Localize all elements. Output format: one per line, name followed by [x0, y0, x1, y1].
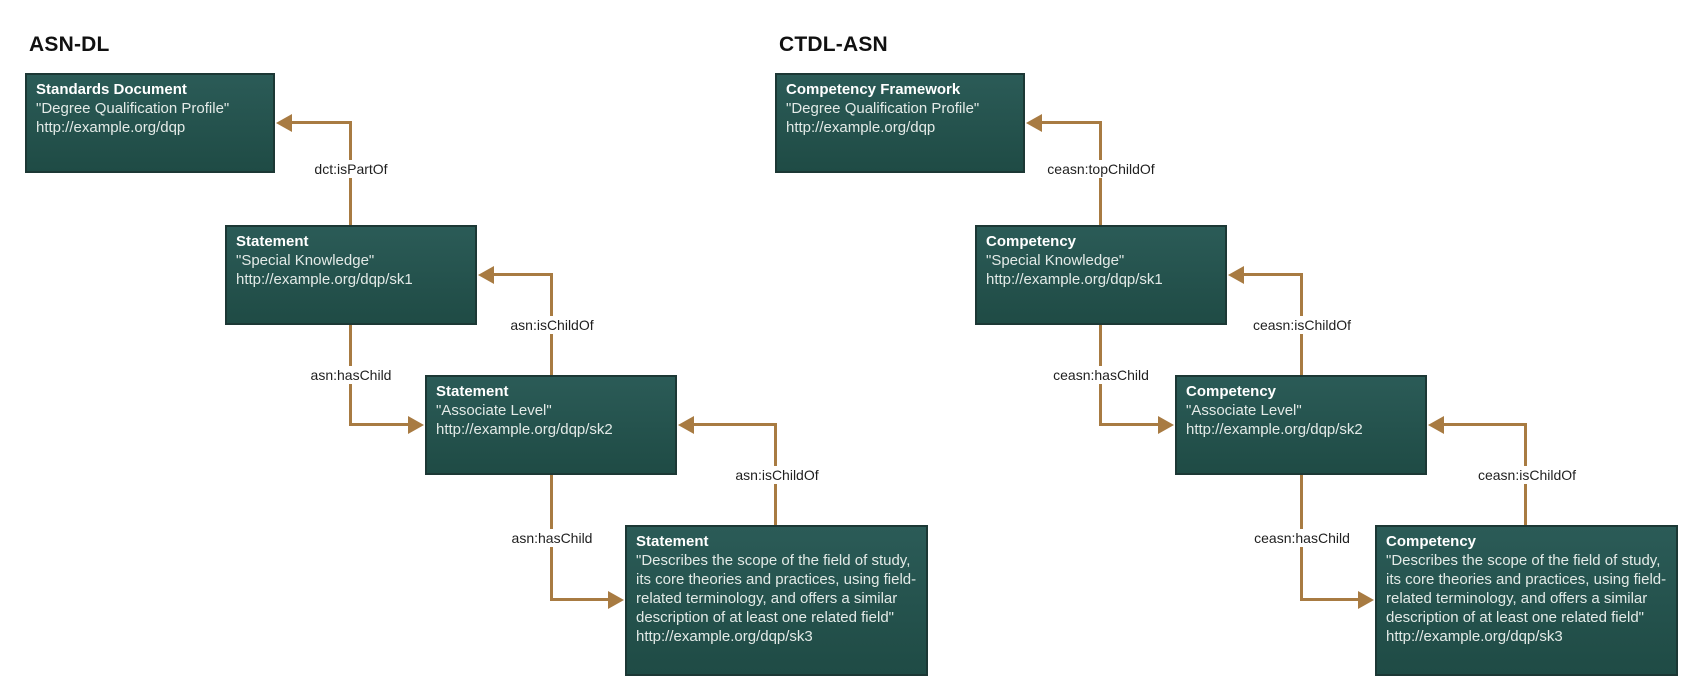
node-url: http://example.org/dqp	[786, 119, 936, 136]
arrowhead-left-icon	[1228, 266, 1244, 284]
arrowhead-right-icon	[608, 591, 624, 609]
node-quote-line: "Describes the scope of the field of stu…	[1386, 552, 1661, 569]
node-statement-sk1: Statement "Special Knowledge" http://exa…	[225, 225, 477, 325]
edge-line	[1040, 121, 1102, 124]
node-url: http://example.org/dqp/sk1	[986, 271, 1163, 288]
node-statement-sk2: Statement "Associate Level" http://examp…	[425, 375, 677, 475]
arrowhead-left-icon	[1428, 416, 1444, 434]
node-competency-sk2: Competency "Associate Level" http://exam…	[1175, 375, 1427, 475]
arrowhead-right-icon	[1358, 591, 1374, 609]
edge-line	[550, 598, 609, 601]
edge-line	[693, 423, 777, 426]
node-url: http://example.org/dqp/sk3	[1386, 628, 1563, 645]
node-competency-framework: Competency Framework "Degree Qualificati…	[775, 73, 1025, 173]
edge-line	[290, 121, 352, 124]
node-type-label: Competency	[1386, 533, 1477, 550]
edge-line	[1300, 598, 1359, 601]
node-url: http://example.org/dqp	[36, 119, 186, 136]
edge-line	[1443, 423, 1527, 426]
node-quote-line: its core theories and practices, using f…	[636, 571, 917, 588]
node-type-label: Statement	[236, 233, 309, 250]
node-statement-sk3: Statement "Describes the scope of the fi…	[625, 525, 928, 676]
node-quote-line: description of at least one related fiel…	[1386, 609, 1644, 626]
node-quote-line: "Describes the scope of the field of stu…	[636, 552, 911, 569]
edge-line	[349, 423, 410, 426]
node-type-label: Standards Document	[36, 81, 187, 98]
diagram-title: ASN-DL	[29, 33, 110, 56]
node-quote-line: description of at least one related fiel…	[636, 609, 894, 626]
edge-label-ischildof: asn:isChildOf	[731, 466, 823, 484]
node-type-label: Competency Framework	[786, 81, 961, 98]
edge-label-ischildof: ceasn:isChildOf	[1473, 466, 1581, 484]
edge-line	[493, 273, 553, 276]
node-competency-sk3: Competency "Describes the scope of the f…	[1375, 525, 1678, 676]
arrowhead-left-icon	[1026, 114, 1042, 132]
arrowhead-left-icon	[678, 416, 694, 434]
node-quote-line: related terminology, and offers a simila…	[1386, 590, 1648, 607]
edge-label-haschild: ceasn:hasChild	[1250, 529, 1354, 547]
edge-label-ischildof: asn:isChildOf	[506, 316, 598, 334]
diagram-title: CTDL-ASN	[779, 33, 888, 56]
arrowhead-right-icon	[408, 416, 424, 434]
diagram-group-asn-dl: ASN-DL Standards Document "Degree Qualif…	[25, 33, 928, 676]
edge-line	[1243, 273, 1303, 276]
node-type-label: Competency	[986, 233, 1077, 250]
diagram-group-ctdl-asn: CTDL-ASN Competency Framework "Degree Qu…	[750, 0, 1700, 700]
arrowhead-left-icon	[478, 266, 494, 284]
edge-line	[1099, 423, 1160, 426]
node-competency-sk1: Competency "Special Knowledge" http://ex…	[975, 225, 1227, 325]
node-standards-document: Standards Document "Degree Qualification…	[25, 73, 275, 173]
node-quote-line: its core theories and practices, using f…	[1386, 571, 1667, 588]
node-quote: "Degree Qualification Profile"	[36, 100, 230, 117]
node-type-label: Statement	[636, 533, 709, 550]
node-type-label: Competency	[1186, 383, 1277, 400]
node-quote: "Associate Level"	[1186, 402, 1302, 419]
node-quote: "Degree Qualification Profile"	[786, 100, 980, 117]
node-url: http://example.org/dqp/sk3	[636, 628, 813, 645]
node-url: http://example.org/dqp/sk2	[1186, 421, 1363, 438]
node-url: http://example.org/dqp/sk1	[236, 271, 413, 288]
node-type-label: Statement	[436, 383, 509, 400]
edge-label-ischildof: ceasn:isChildOf	[1248, 316, 1356, 334]
edge-label-ispartof: dct:isPartOf	[310, 160, 392, 178]
node-quote: "Associate Level"	[436, 402, 552, 419]
arrowhead-left-icon	[276, 114, 292, 132]
edge-label-topchildof: ceasn:topChildOf	[1043, 160, 1159, 178]
edge-label-haschild: ceasn:hasChild	[1049, 366, 1153, 384]
edge-label-haschild: asn:hasChild	[306, 366, 396, 384]
node-quote-line: related terminology, and offers a simila…	[636, 590, 898, 607]
arrowhead-right-icon	[1158, 416, 1174, 434]
node-quote: "Special Knowledge"	[986, 252, 1125, 269]
node-quote: "Special Knowledge"	[236, 252, 375, 269]
edge-label-haschild: asn:hasChild	[507, 529, 597, 547]
node-url: http://example.org/dqp/sk2	[436, 421, 613, 438]
